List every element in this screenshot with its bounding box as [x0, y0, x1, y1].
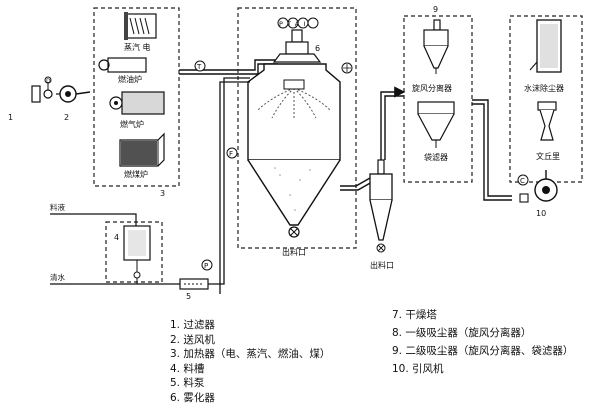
second-cyclone-label: 旋风分离器 [412, 83, 452, 93]
label-5: 5 [186, 292, 191, 301]
legend-item: 10. 引风机 [392, 363, 444, 375]
clean-water-label: 清水 [50, 272, 65, 282]
drying-tower [247, 63, 341, 238]
instrument-cluster-label: PTAI [279, 20, 310, 28]
steam-electric-heater [124, 12, 157, 40]
air-filter [31, 76, 53, 103]
water-dust-collector-label: 水沫除尘器 [524, 83, 564, 93]
legend-item: 6. 雾化器 [170, 391, 215, 404]
supply-blower [56, 85, 91, 103]
oil-furnace-label: 燃油炉 [118, 74, 142, 84]
bag-filter [417, 101, 455, 148]
label-10: 10 [536, 209, 546, 218]
tower-f-sensor-label: F [229, 150, 233, 158]
label-6: 6 [315, 44, 320, 53]
feed-line-to-atomizer [208, 77, 250, 285]
legend-item: 2. 送风机 [170, 333, 215, 346]
cyclone-to-second-stage-duct [380, 86, 406, 160]
gas-furnace [109, 91, 165, 115]
discharge-1-label: 出料口 [282, 247, 306, 257]
feed-group-box [105, 221, 163, 283]
venturi [537, 101, 557, 141]
induced-draft-fan [517, 170, 558, 203]
label-4: 4 [114, 233, 119, 242]
feed-pump [179, 278, 209, 290]
feed-liquid-label: 料液 [50, 202, 65, 212]
feed-tank [123, 225, 151, 279]
hot-air-duct [179, 59, 278, 71]
duct-t-sensor [194, 60, 206, 72]
heater-group-box [93, 7, 180, 187]
feed-p-sensor-label: P [204, 262, 208, 270]
dryer-group-box [237, 7, 357, 249]
bag-filter-label: 袋滤器 [424, 152, 448, 162]
second-cyclone [423, 19, 449, 74]
water-dust-collector [529, 19, 562, 73]
feed-p-sensor [201, 259, 213, 271]
legend-left: 1. 过滤器 2. 送风机 3. 加热器（电、蒸汽、燃油、煤） 4. 料槽 5.… [170, 318, 330, 405]
legend-item: 7. 干燥塔 [392, 309, 437, 321]
first-cyclone [369, 159, 393, 253]
venturi-label: 文丘里 [536, 151, 560, 161]
feed-liquid-line [50, 213, 137, 226]
discharge-2-label: 出料口 [370, 260, 394, 270]
label-1: 1 [8, 113, 13, 122]
legend-item: 5. 料泵 [170, 377, 205, 389]
legend-item: 1. 过滤器 [170, 319, 215, 331]
legend-item: 3. 加热器（电、蒸汽、燃油、煤） [170, 348, 331, 360]
tower-f-sensor [226, 147, 238, 159]
filter-d-mark: D [46, 78, 51, 85]
coal-furnace-label: 燃煤炉 [124, 169, 148, 179]
legend-item: 9. 二级吸尘器（旋风分离器、袋滤器） [392, 345, 574, 357]
oil-furnace [98, 57, 147, 73]
steam-electric-label: 蒸汽 电 [124, 42, 151, 52]
legend-item: 4. 料槽 [170, 362, 205, 375]
legend-right: 7. 干燥塔 8. 一级吸尘器（旋风分离器） 9. 二级吸尘器（旋风分离器、袋滤… [392, 306, 573, 378]
instrument-cluster [277, 17, 319, 29]
second-stage-to-fan-duct [472, 99, 512, 197]
atomizer [272, 29, 322, 63]
legend-item: 8. 一级吸尘器（旋风分离器） [392, 327, 532, 339]
coal-furnace [119, 132, 165, 167]
fan-c-mark: C [520, 177, 525, 185]
label-2: 2 [64, 113, 69, 122]
label-3: 3 [160, 189, 165, 198]
duct-t-sensor-label: T [196, 63, 202, 71]
tower-exhaust-duct [340, 177, 371, 187]
label-9: 9 [433, 5, 438, 14]
gas-furnace-label: 燃气炉 [120, 119, 144, 129]
second-stage-box [403, 15, 473, 183]
